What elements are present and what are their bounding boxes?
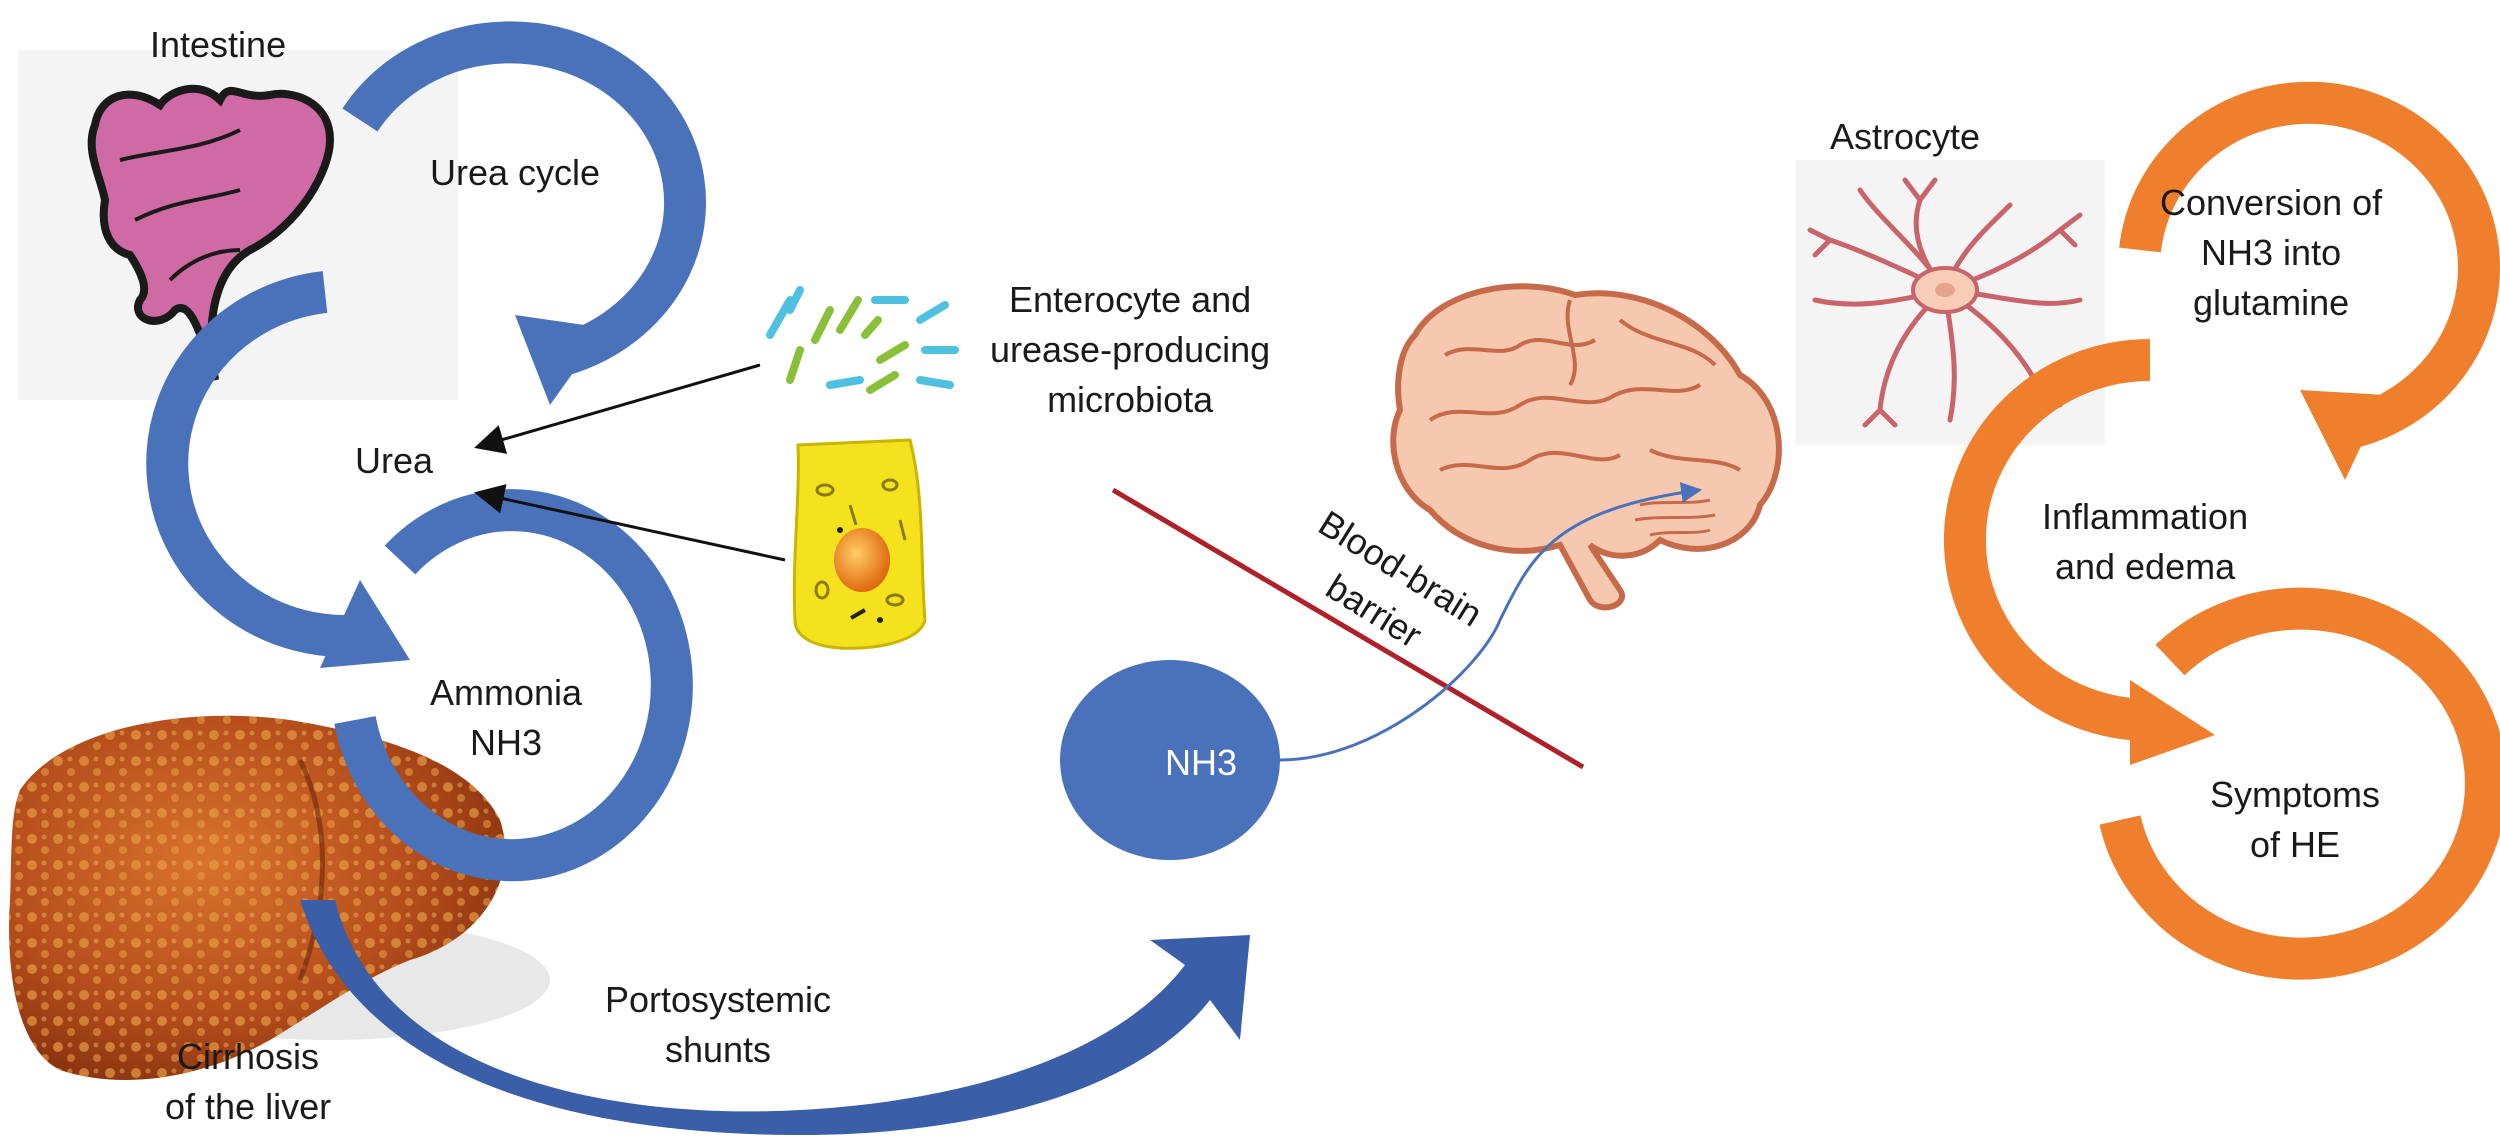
he-cycle-arrows: [1943, 81, 2500, 980]
brain-icon: [1390, 283, 1782, 611]
label-urea-cycle: Urea cycle: [430, 152, 601, 193]
he-cycle-ring-top: [2119, 81, 2500, 451]
he-cycle-arrowhead-middle: [2130, 680, 2215, 765]
nh3-blood-node: [1060, 660, 1280, 860]
label-inflammation: Inflammation and edema: [2042, 496, 2249, 587]
label-cirrhosis: Cirrhosis of the liver: [165, 1036, 332, 1127]
arrow-microbiota-to-urea: [474, 363, 761, 454]
label-intestine: Intestine: [150, 24, 287, 65]
label-ammonia: Ammonia NH3: [430, 672, 583, 763]
arrow-nh3-to-brain: [1279, 482, 1703, 762]
he-cycle-ring-bottom: [2099, 587, 2500, 980]
urea-cycle-arrowhead-middle: [320, 580, 410, 668]
label-astrocyte: Astrocyte: [1830, 116, 1981, 157]
liver-icon: [9, 715, 550, 1080]
label-symptoms: Symptoms of HE: [2210, 774, 2381, 865]
label-enterocyte-microbiota: Enterocyte and urease-producing microbio…: [990, 279, 1271, 420]
he-cycle-ring-middle: [1943, 339, 2151, 741]
label-nh3-center: NH3: [1165, 742, 1238, 783]
urea-cycle-ring-bottom: [334, 489, 693, 882]
urea-cycle-arrows: [146, 21, 706, 882]
enterocyte-icon: [792, 438, 927, 650]
arrow-enterocyte-to-urea: [474, 484, 786, 562]
label-conversion: Conversion of NH3 into glutamine: [2160, 182, 2383, 323]
urea-cycle-arrowhead-top: [515, 315, 605, 405]
bacteria-icon: [766, 286, 959, 394]
urea-cycle-ring-middle: [146, 271, 368, 658]
he-cycle-arrowhead-top: [2300, 390, 2385, 480]
portosystemic-shunt-arrow: [300, 900, 1250, 1135]
urea-cycle-ring-top: [342, 21, 706, 381]
blood-brain-barrier-line: [1111, 487, 1585, 770]
label-urea: Urea: [355, 440, 434, 481]
label-portosystemic-shunts: Portosystemic shunts: [605, 979, 832, 1070]
